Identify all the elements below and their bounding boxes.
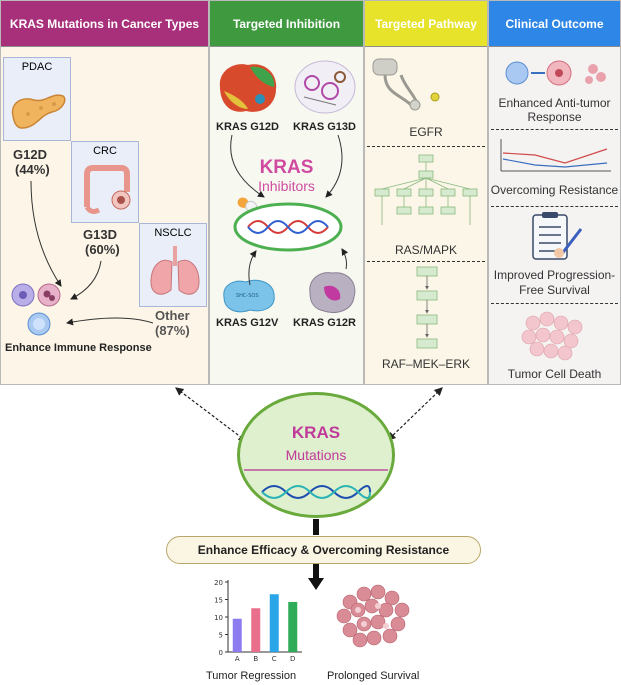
- immune-response-label: Enhance Immune Response: [5, 342, 152, 354]
- outcome-resistance-label: Overcoming Resistance: [490, 183, 619, 197]
- y-tick-label: 5: [219, 632, 223, 640]
- immune-attack-icon: [505, 60, 606, 86]
- column-title: Targeted Pathway: [375, 16, 477, 31]
- kras-g13d-label: KRAS G13D: [293, 121, 356, 133]
- tumor-regression-bar-chart: 0 5 10 15 20A B C D: [214, 579, 302, 663]
- bar-b: [251, 608, 261, 652]
- outcome-cell-death-label: Tumor Cell Death: [507, 367, 602, 381]
- other-label: Other: [155, 308, 190, 323]
- g13d-percent: (60%): [85, 242, 120, 257]
- ras-mapk-network-icon: [374, 154, 478, 225]
- y-tick-label: 10: [214, 614, 223, 622]
- ellipse-divider: [244, 469, 388, 471]
- divider: [367, 261, 485, 262]
- efficacy-banner-label: Enhance Efficacy & Overcoming Resistance: [197, 543, 450, 557]
- column-targeted-inhibition: Targeted Inhibition KRAS G12D KRAS G13D …: [209, 0, 364, 385]
- kras-g12r-protein-icon: [309, 272, 356, 313]
- column-header: Targeted Inhibition: [210, 1, 363, 47]
- kras-g12v-protein-icon: SHC-SOS: [223, 279, 275, 313]
- dna-icon: [233, 202, 343, 252]
- bar-c: [269, 594, 279, 652]
- col1-arrows: [30, 180, 154, 326]
- lungs-icon: [150, 246, 200, 295]
- column-cancer-types: KRAS Mutations in Cancer Types PDAC G12D…: [0, 0, 209, 385]
- x-tick-label: A: [235, 655, 240, 663]
- outcome-antitumor-line1: Enhanced Anti-tumor: [498, 96, 611, 110]
- divider: [491, 206, 618, 207]
- egfr-label: EGFR: [409, 125, 443, 139]
- g12d-percent: (44%): [15, 162, 50, 177]
- egfr-receptor-icon: [372, 58, 440, 111]
- y-tick-label: 0: [219, 649, 223, 657]
- g13d-label: G13D: [83, 227, 117, 242]
- kras-g12v-label: KRAS G12V: [216, 317, 279, 329]
- column-targeted-pathway: Targeted Pathway EGFR RAS/MAPK RAF–MEK–E…: [364, 0, 488, 385]
- nsclc-box: NSCLC: [139, 223, 207, 307]
- svg-text:SHC-SOS: SHC-SOS: [236, 293, 259, 299]
- ras-mapk-label: RAS/MAPK: [394, 243, 457, 257]
- dead-tumor-cells-icon: [521, 311, 583, 361]
- crc-label: CRC: [93, 145, 117, 157]
- y-tick-label: 20: [214, 579, 223, 587]
- kras-inhibitors-subtitle: Inhibitors: [258, 178, 315, 194]
- bar-d: [288, 601, 298, 652]
- column-header: Clinical Outcome: [489, 1, 620, 47]
- column-header: Targeted Pathway: [365, 1, 487, 47]
- y-tick-label: 15: [214, 597, 223, 605]
- kras-g13d-protein-icon: [294, 60, 356, 114]
- other-percent: (87%): [155, 323, 190, 338]
- kras-g12d-label: KRAS G12D: [216, 121, 279, 133]
- bar-a: [232, 618, 242, 652]
- tumor-cells-cluster-icon: [336, 584, 410, 648]
- column-header: KRAS Mutations in Cancer Types: [1, 1, 208, 47]
- outcome-antitumor-line2: Response: [527, 110, 582, 124]
- pill-icon: [237, 197, 258, 213]
- kras-g12r-label: KRAS G12R: [293, 317, 356, 329]
- kras-g12d-protein-icon: [219, 64, 277, 112]
- x-tick-label: B: [253, 655, 258, 663]
- column-title: KRAS Mutations in Cancer Types: [9, 16, 200, 31]
- efficacy-banner: Enhance Efficacy & Overcoming Resistance: [166, 536, 481, 564]
- pdac-box: PDAC: [3, 57, 71, 141]
- dna-icon: [261, 485, 371, 499]
- pancreas-icon: [11, 94, 66, 129]
- raf-mek-erk-label: RAF–MEK–ERK: [381, 357, 471, 371]
- nsclc-label: NSCLC: [154, 227, 192, 239]
- col2-arrows: [230, 134, 349, 286]
- column-title: Targeted Inhibition: [232, 16, 341, 31]
- divider: [491, 303, 618, 304]
- column-title: Clinical Outcome: [505, 16, 604, 31]
- x-tick-label: C: [272, 655, 277, 663]
- column-clinical-outcome: Clinical Outcome Enhanced Anti-tumor Res…: [488, 0, 621, 385]
- tumor-regression-label: Tumor Regression: [206, 670, 297, 682]
- divider: [367, 146, 485, 147]
- kras-inhibitors-title: KRAS: [259, 157, 314, 178]
- g12d-label: G12D: [13, 147, 47, 162]
- outcome-survival-line2: Free Survival: [519, 283, 590, 297]
- resistance-timeline-icon: [500, 139, 611, 172]
- raf-mek-erk-cascade-icon: [416, 266, 438, 349]
- clipboard-icon: [532, 212, 583, 260]
- pdac-label: PDAC: [21, 61, 53, 73]
- x-tick-label: D: [290, 655, 295, 663]
- colon-icon: [84, 165, 131, 214]
- divider: [491, 129, 618, 130]
- outcome-survival-line1: Improved Progression-: [493, 268, 616, 282]
- kras-mutations-title: KRAS: [291, 423, 341, 442]
- immune-cells-icon: [11, 283, 61, 336]
- kras-mutations-subtitle: Mutations: [285, 447, 347, 463]
- crc-box: CRC: [71, 141, 139, 223]
- prolonged-survival-label: Prolonged Survival: [327, 670, 420, 682]
